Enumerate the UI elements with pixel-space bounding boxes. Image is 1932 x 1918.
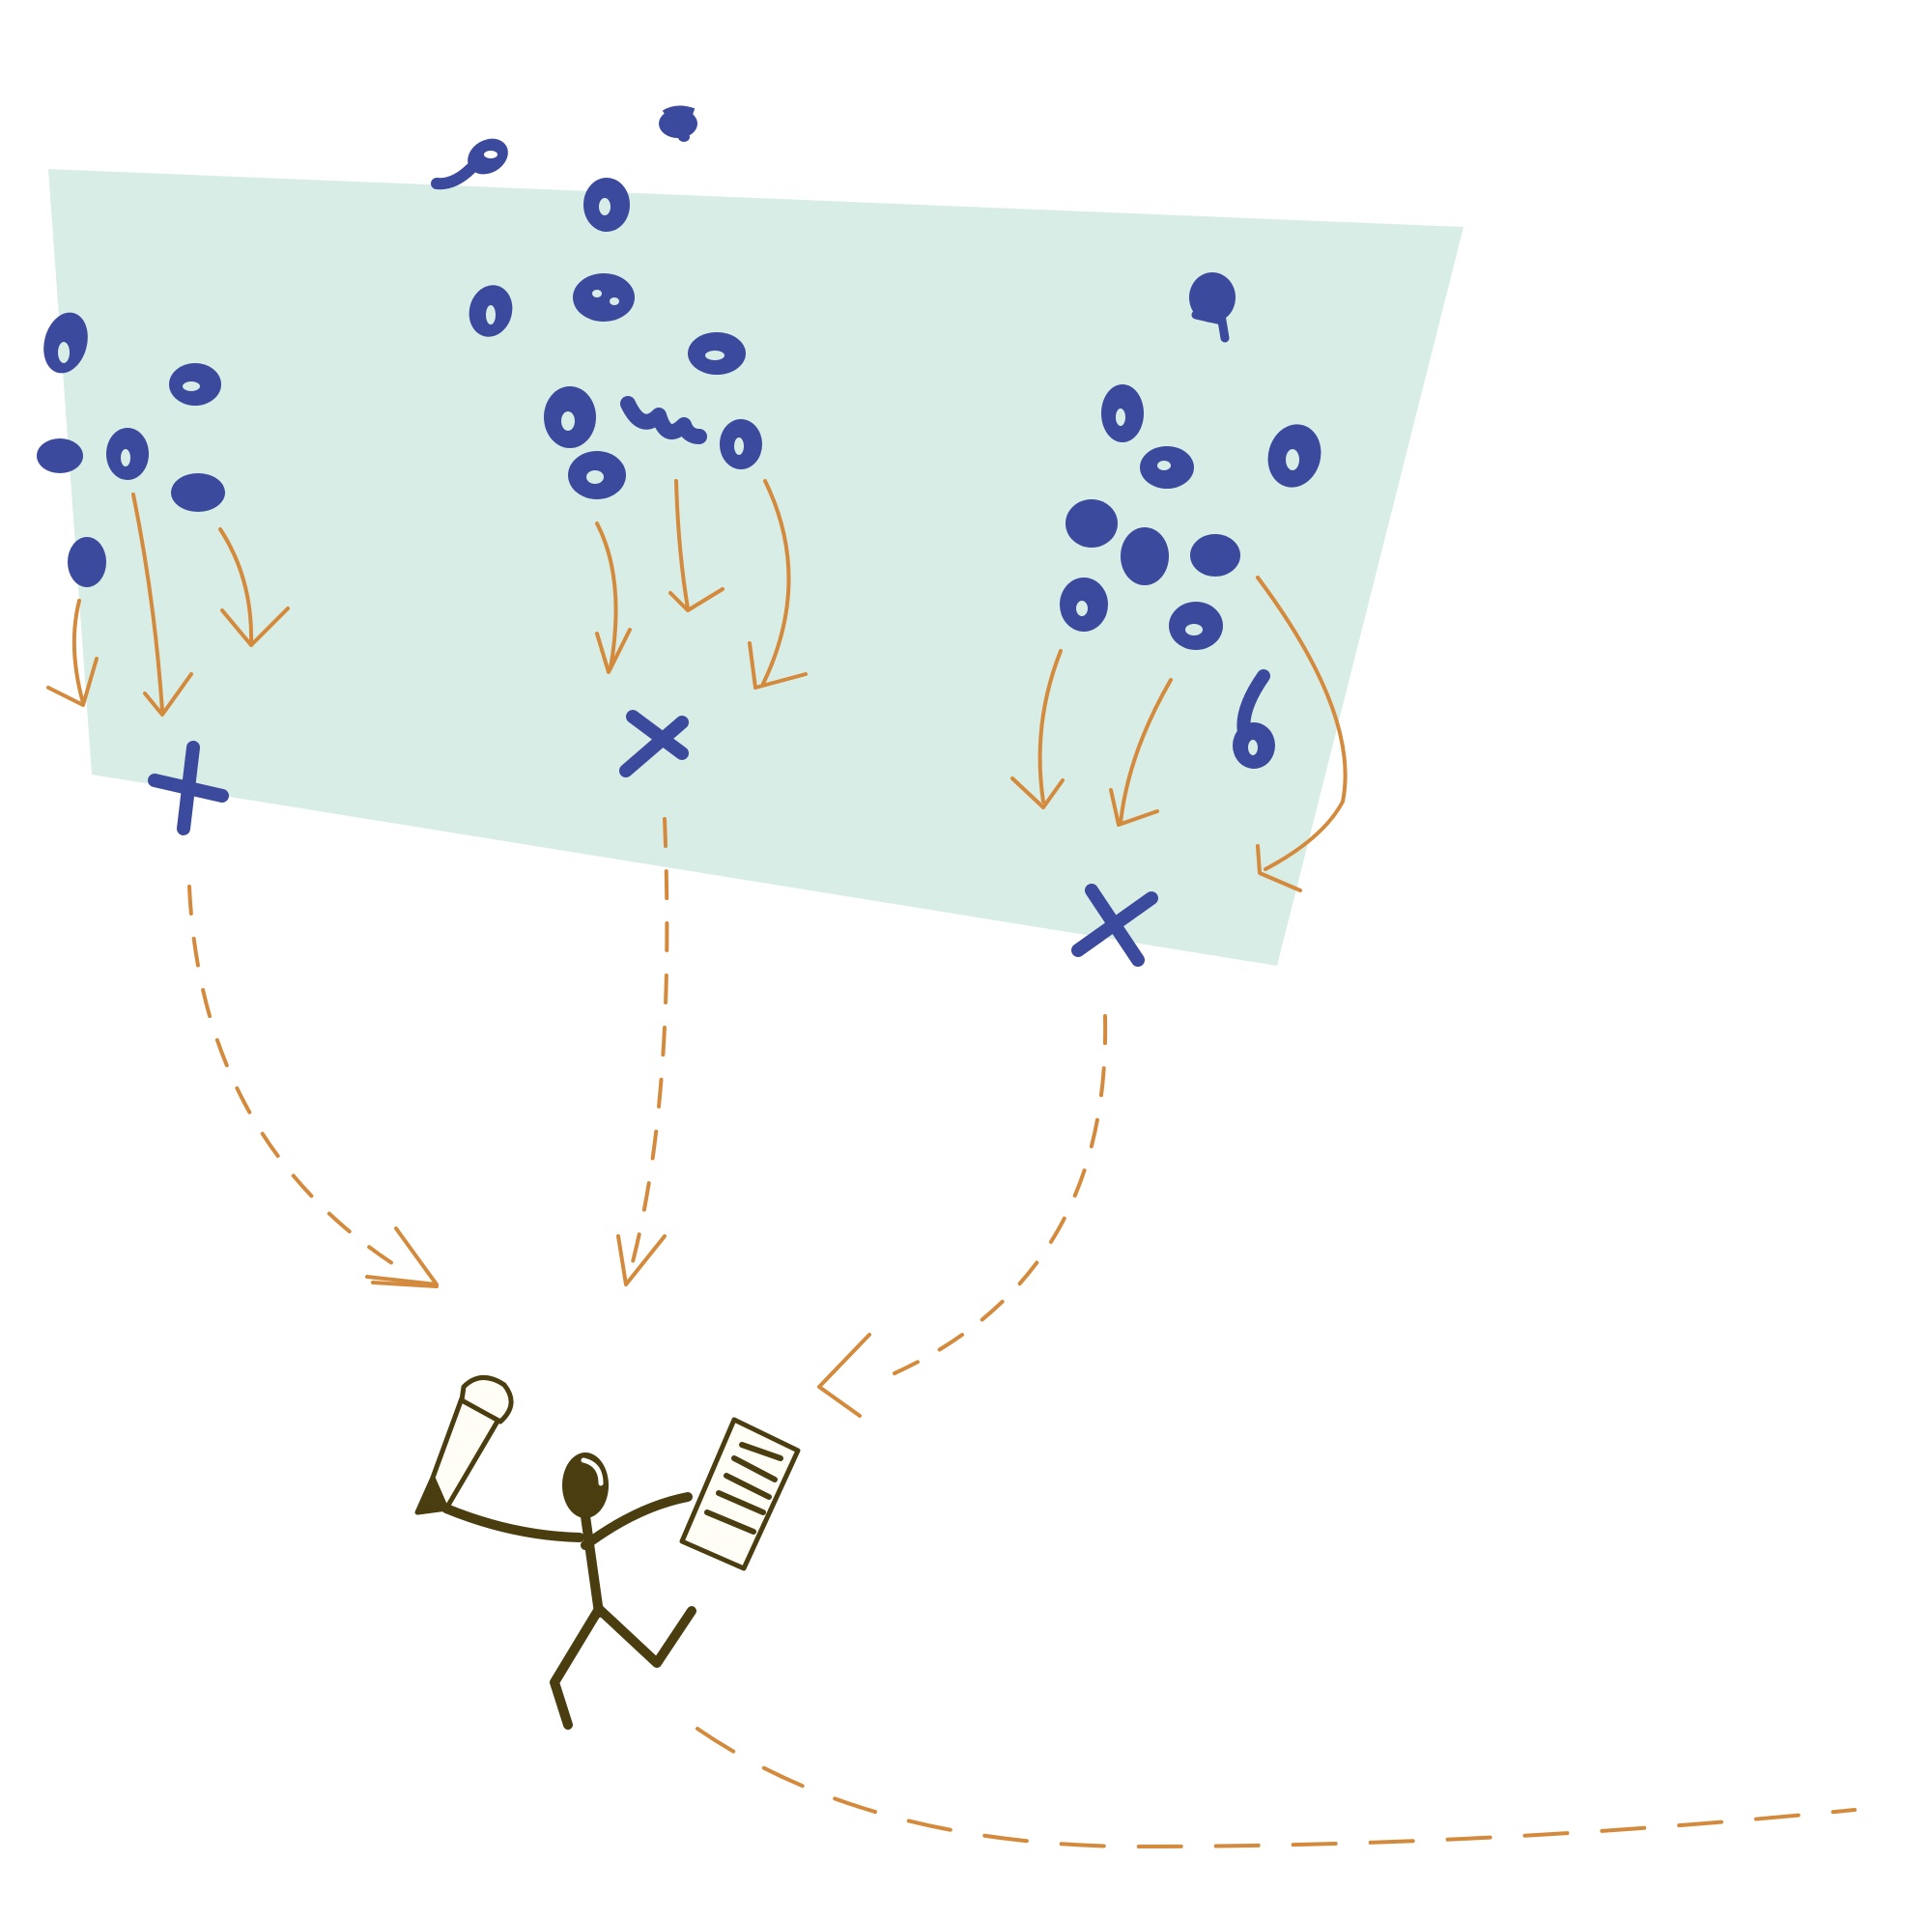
data-point <box>169 363 221 406</box>
data-point <box>1233 669 1275 769</box>
data-point <box>1060 578 1108 632</box>
data-point <box>544 386 596 448</box>
data-point <box>1140 446 1194 489</box>
plane-region <box>48 169 1463 966</box>
assignment-arrow <box>46 599 99 707</box>
data-point <box>469 285 513 337</box>
cluster-left <box>37 312 225 587</box>
assignment-arrow <box>668 479 724 612</box>
data-point <box>659 105 697 142</box>
output-arrows <box>187 817 1857 1848</box>
data-point <box>1267 424 1321 488</box>
data-point <box>1101 384 1144 442</box>
assignment-arrow <box>748 479 808 690</box>
data-point <box>568 451 626 499</box>
data-point <box>573 273 635 322</box>
assignment-arrow <box>131 493 193 717</box>
data-point <box>620 396 707 444</box>
cluster-middle <box>431 105 762 499</box>
data-point <box>1169 602 1223 650</box>
cluster-right <box>1060 272 1321 769</box>
data-point <box>1189 272 1236 343</box>
assignment-arrow <box>218 527 290 647</box>
trailing-path <box>696 1727 1857 1848</box>
assignment-arrows <box>46 479 1348 892</box>
assignment-arrow <box>1256 576 1348 892</box>
data-point <box>431 138 508 190</box>
centroid-output-arrow <box>616 817 669 1286</box>
pencil-icon <box>414 1375 514 1515</box>
data-point <box>171 473 225 512</box>
data-point <box>1121 527 1169 585</box>
data-point <box>106 428 149 480</box>
centroid-output-arrow <box>817 1014 1108 1418</box>
data-point <box>1190 534 1240 577</box>
assignment-arrow <box>1109 678 1173 827</box>
data-point <box>1065 499 1118 548</box>
data-point <box>688 332 746 375</box>
stick-figure-icon <box>441 1453 696 1730</box>
centroid-x-icon <box>619 710 689 777</box>
data-point <box>583 178 630 232</box>
assignment-arrow <box>1010 649 1065 809</box>
document-icon <box>679 1417 801 1571</box>
centroid-x-icon <box>148 741 229 835</box>
data-point <box>68 537 106 587</box>
data-point <box>43 312 88 374</box>
assignment-arrow <box>595 522 632 674</box>
data-point <box>37 438 83 473</box>
centroid-output-arrow <box>187 885 439 1288</box>
data-point <box>720 419 762 469</box>
centroid-x-icon <box>1071 884 1158 967</box>
